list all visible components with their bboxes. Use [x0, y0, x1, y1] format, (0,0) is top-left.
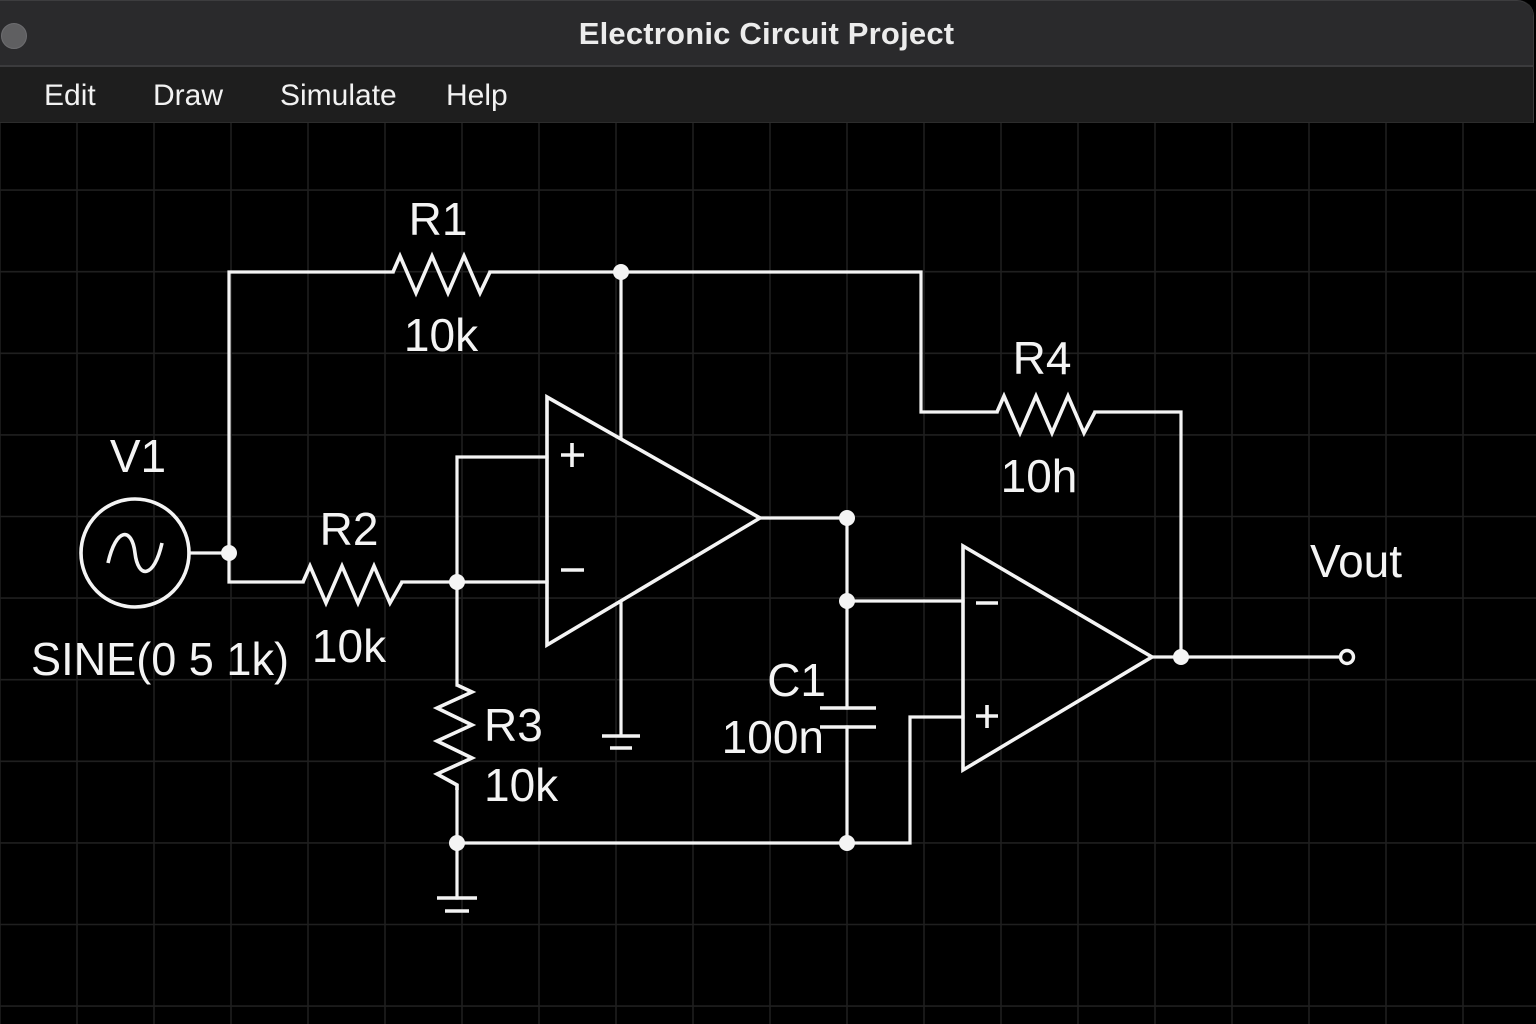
window-title: Electronic Circuit Project — [578, 16, 955, 51]
v1-source[interactable]: V1 SINE(0 5 1k) — [31, 430, 289, 685]
wire-r4-out[interactable] — [1093, 410, 1183, 659]
vout-label: Vout — [1310, 535, 1402, 587]
menu-simulate[interactable]: Simulate — [280, 79, 397, 112]
u1-opamp[interactable] — [545, 393, 764, 649]
wire-node-r2[interactable] — [227, 551, 305, 584]
v1-ref-label: V1 — [110, 430, 166, 482]
wire-r1-nodeA[interactable] — [488, 270, 999, 414]
r2-resistor[interactable]: R2 10k — [301, 503, 404, 672]
output-terminal-icon[interactable] — [1338, 648, 1356, 666]
ground-u1 — [602, 734, 640, 750]
schematic-svg[interactable]: V1 SINE(0 5 1k) R1 10k R2 10k R3 10k R4 … — [0, 123, 1536, 1024]
r1-ref-label: R1 — [409, 193, 468, 245]
r4-zigzag — [995, 391, 1097, 438]
wire-bottom-rail[interactable] — [455, 715, 965, 845]
junction-dot — [221, 545, 237, 561]
c1-value-label: 100n — [722, 711, 824, 763]
r1-resistor[interactable]: R1 10k — [391, 193, 492, 361]
u1-triangle — [545, 393, 764, 649]
wires — [187, 270, 1342, 900]
junction-dot — [839, 510, 855, 526]
wire-node-r1[interactable] — [227, 270, 395, 555]
r3-zigzag — [432, 683, 477, 790]
menu-draw[interactable]: Draw — [153, 79, 224, 112]
r2-value-label: 10k — [312, 620, 387, 672]
v1-circle — [79, 497, 191, 609]
r2-zigzag — [301, 561, 404, 608]
junction-dot — [839, 593, 855, 609]
wire-u1-plus[interactable] — [455, 455, 549, 584]
u2-triangle — [961, 542, 1156, 774]
junction-dot — [449, 835, 465, 851]
junctions — [221, 264, 1189, 851]
menu-edit[interactable]: Edit — [44, 79, 96, 112]
junction-dot — [613, 264, 629, 280]
r3-value-label: 10k — [484, 759, 559, 811]
junction-dot — [449, 574, 465, 590]
r4-value-label: 10h — [1001, 450, 1078, 502]
r1-zigzag — [391, 251, 492, 298]
junction-dot — [839, 835, 855, 851]
r4-resistor[interactable]: R4 10h — [995, 332, 1097, 502]
vout-terminal[interactable]: Vout — [1310, 535, 1402, 666]
window-close-button[interactable] — [1, 23, 27, 49]
r3-ref-label: R3 — [484, 699, 543, 751]
c1-ref-label: C1 — [767, 654, 826, 706]
menu-bar: e Edit Draw Simulate Help — [0, 67, 1533, 123]
c1-capacitor[interactable]: C1 100n — [722, 654, 876, 763]
r1-value-label: 10k — [404, 309, 479, 361]
r3-resistor[interactable]: R3 10k — [432, 683, 559, 811]
r2-ref-label: R2 — [320, 503, 379, 555]
u2-opamp[interactable] — [961, 542, 1156, 774]
sine-wave-icon — [106, 532, 164, 574]
schematic-canvas[interactable]: V1 SINE(0 5 1k) R1 10k R2 10k R3 10k R4 … — [0, 123, 1536, 1024]
ground-main — [437, 896, 477, 913]
menu-help[interactable]: Help — [446, 79, 508, 112]
title-bar: Electronic Circuit Project — [0, 0, 1533, 67]
v1-value-label: SINE(0 5 1k) — [31, 633, 289, 685]
junction-dot — [1173, 649, 1189, 665]
r4-ref-label: R4 — [1013, 332, 1072, 384]
